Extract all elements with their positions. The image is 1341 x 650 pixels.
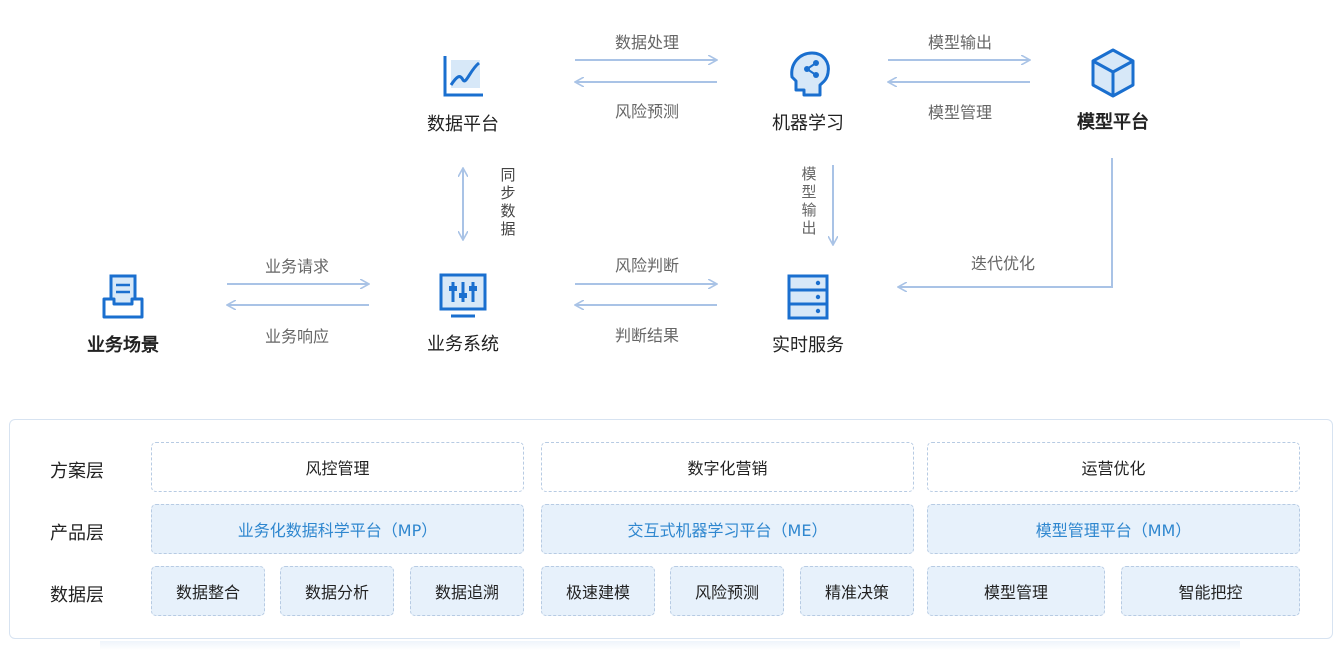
- layer-label-product: 产品层: [50, 523, 104, 544]
- node-model-platform: 模型平台: [1053, 46, 1173, 134]
- flow-label-sync-data: 同步数据: [500, 166, 516, 238]
- cube-icon: [1091, 48, 1135, 98]
- node-label: 机器学习: [772, 113, 844, 134]
- solution-item: 运营优化: [927, 442, 1300, 492]
- data-item: 数据分析: [280, 566, 394, 616]
- node-label: 业务场景: [87, 335, 159, 356]
- arrow-iterative-optimization: [898, 158, 1113, 287]
- product-item: 交互式机器学习平台（ME）: [541, 504, 914, 554]
- inbox-document-icon: [102, 274, 144, 319]
- node-label: 模型平台: [1077, 112, 1149, 133]
- node-realtime-service: 实时服务: [748, 273, 868, 357]
- node-data-platform: 数据平台: [403, 52, 523, 136]
- flow-label-risk-judgment: 风险判断: [614, 256, 679, 275]
- node-machine-learning: 机器学习: [748, 47, 868, 135]
- flow-label-judgment-result: 判断结果: [614, 326, 679, 345]
- line-chart-icon: [443, 56, 483, 97]
- layer-label-solution: 方案层: [50, 461, 104, 482]
- data-item: 数据整合: [151, 566, 265, 616]
- data-item: 模型管理: [927, 566, 1105, 616]
- layer-label-data: 数据层: [50, 585, 104, 606]
- equalizer-monitor-icon: [439, 273, 487, 318]
- solution-item: 风控管理: [151, 442, 524, 492]
- node-label: 业务系统: [427, 334, 499, 355]
- data-item: 精准决策: [800, 566, 914, 616]
- node-label: 实时服务: [772, 335, 844, 356]
- ai-head-icon: [790, 51, 830, 97]
- node-business-system: 业务系统: [403, 272, 523, 356]
- panel-shadow: [100, 641, 1240, 650]
- data-item: 极速建模: [541, 566, 655, 616]
- solution-item: 数字化营销: [541, 442, 914, 492]
- flow-label-model-management: 模型管理: [927, 103, 992, 122]
- node-label: 数据平台: [427, 114, 499, 135]
- data-item: 数据追溯: [410, 566, 524, 616]
- product-item: 模型管理平台（MM）: [927, 504, 1300, 554]
- flow-label-business-request: 业务请求: [264, 257, 329, 276]
- flow-label-model-output-vertical: 模型输出: [801, 165, 817, 237]
- flow-label-business-response: 业务响应: [264, 327, 329, 346]
- product-item: 业务化数据科学平台（MP）: [151, 504, 524, 554]
- flow-label-iterative-optimization: 迭代优化: [970, 254, 1035, 273]
- data-item: 风险预测: [670, 566, 784, 616]
- flow-label-risk-prediction: 风险预测: [614, 102, 679, 121]
- flow-label-data-processing: 数据处理: [614, 33, 679, 52]
- node-business-scene: 业务场景: [63, 273, 183, 357]
- flow-arrows: [0, 0, 1113, 410]
- flow-label-model-output: 模型输出: [927, 33, 992, 52]
- data-item: 智能把控: [1121, 566, 1300, 616]
- server-icon: [787, 274, 829, 320]
